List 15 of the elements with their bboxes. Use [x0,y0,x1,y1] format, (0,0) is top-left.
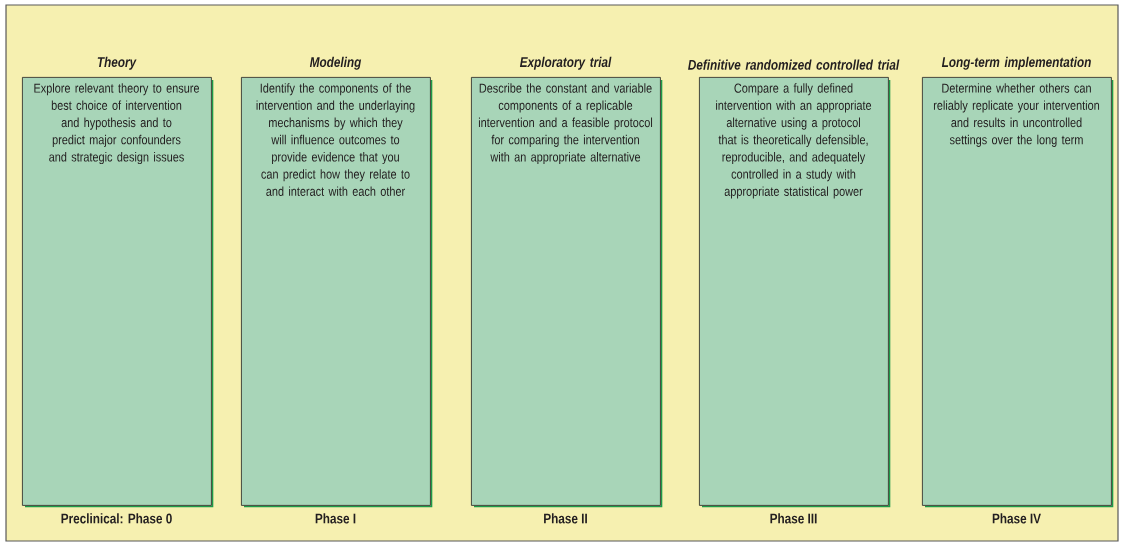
column-heading: Long-term implementation [941,56,1091,70]
description-text: Identify the components of the intervention and the underlaying mechanisms by which they will influence outcomes to provide evidence that you can predict how they relate to and interact with each other [256,83,415,196]
column-heading: Definitive randomized controlled trial [688,59,900,70]
description-text: Describe the constant and variable components of a replicable intervention and a feasible protocol for comparing the intervention with an appropriate alternative [478,83,652,165]
phase-label: Phase IV [992,513,1041,524]
column-heading: Theory [97,56,137,70]
column-heading: Exploratory trial [519,56,612,70]
description-text: Explore relevant theory to ensure best choice of intervention and hypothesis and to predict major confounders and strategic design issues [34,83,199,165]
description-text: Compare a fully defined intervention with an appropriate alternative using a protocol that is theoretically defensible, reproducible, and adequately controlled in a study with appropriate statistical power [716,83,872,199]
column-heading: Modeling [309,56,362,70]
description-text: Determine whether others can reliably replicate your intervention and results in uncontrolled settings over the long term [933,83,1100,147]
phase-label: Phase II [544,513,587,524]
phase-label: Phase III [770,513,817,524]
phase-label: Preclinical: Phase 0 [61,513,172,524]
phase-label: Phase I [315,513,356,524]
